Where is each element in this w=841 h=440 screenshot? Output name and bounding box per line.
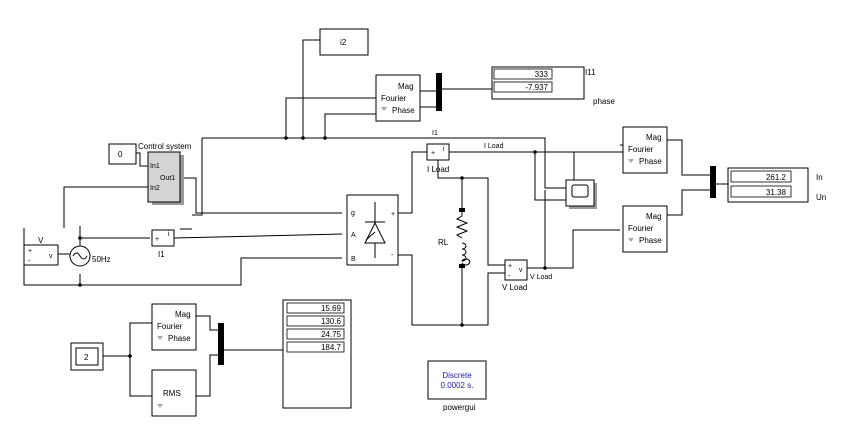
fourier-r2-mag-port: Mag [646,212,662,221]
mux-bottom[interactable] [218,323,224,365]
control-in1-port: In1 [150,163,160,170]
v-load-v-port: v [519,267,523,274]
control-system-block[interactable]: In1 Out1 In2 [147,151,184,205]
mux-right[interactable] [710,166,716,198]
down-arrow-icon [628,238,634,242]
thyristor-a-port: A [351,232,356,239]
thyristor-b-port: B [351,256,356,263]
current-measurement-i1[interactable]: + i [151,229,175,247]
in-value: 261.2 [766,173,787,182]
thyristor-block[interactable]: g A B + - [346,194,399,266]
display-bottom[interactable]: 15.69 130.6 24.75 184.7 [282,299,352,409]
display-value-3: 24.75 [321,330,342,339]
inductor-icon [461,242,471,266]
scope-screen-icon [571,184,589,198]
v-output-port: v [49,253,53,260]
voltage-measurement-v[interactable]: + - v [23,244,59,266]
constant-zero-value: 0 [118,150,123,159]
i11-label: I11 [585,68,596,77]
powergui-block[interactable]: Discrete 0.0002 s. [427,360,487,400]
constant-two-block[interactable]: 2 [70,342,104,371]
fourier-top-name: Fourier [381,94,407,103]
down-arrow-icon [157,336,163,340]
phase-label: phase [593,97,615,106]
i-load-meas-label: I Load [427,165,449,174]
source-frequency-label: 50Hz [92,255,111,264]
fourier-block-right-1[interactable]: Mag Fourier Phase [622,126,668,174]
thyristor-minus-port: - [391,252,394,259]
powergui-mode: Discrete [442,371,472,380]
fourier-block-bottom[interactable]: Mag Fourier Phase [151,303,197,351]
voltage-meas-title: V [38,236,44,245]
i-load-plus-port: + [431,150,435,157]
thyristor-g-port: g [351,210,355,217]
mux-top[interactable] [436,73,442,111]
thyristor-plus-port: + [391,211,395,218]
thyristor-icon [364,202,386,258]
rl-label: RL [438,238,449,247]
fourier-r1-name: Fourier [628,145,654,154]
rms-label: RMS [163,389,181,398]
resistor-icon [455,212,469,239]
v-plus-port: + [28,248,32,255]
rl-load-block[interactable] [455,208,471,268]
powergui-label: powergui [443,403,476,412]
i2-goto-block[interactable]: i2 [319,28,369,56]
v-load-minus-port: - [508,273,511,280]
down-arrow-icon [381,107,387,111]
v-load-meas-label: V Load [502,283,527,292]
control-system-label: Control system [138,142,192,151]
fourier-bottom-mag-port: Mag [175,310,191,319]
control-out1-port: Out1 [160,175,175,182]
ac-voltage-source[interactable] [69,245,91,267]
display-value-1: 15.69 [321,304,342,313]
down-arrow-icon [628,159,634,163]
display-in-un[interactable]: 261.2 31.38 [727,167,809,203]
i1-plus-port: + [155,236,159,243]
fourier-r1-phase-port: Phase [639,157,662,166]
voltage-measurement-v-load[interactable]: + - v [504,259,528,281]
fourier-r2-name: Fourier [628,224,654,233]
display-value-4: 184.7 [321,343,342,352]
constant-zero-block[interactable]: 0 [108,143,137,165]
i-load-wire-label: I Load [484,143,504,150]
current-measurement-i-load[interactable]: + i [426,143,450,161]
i1-wire-label: I1 [432,130,438,137]
v-load-wire-label: V Load [530,274,552,281]
v-load-plus-port: + [508,263,512,270]
scope-block[interactable] [565,179,597,209]
down-arrow-icon [157,404,163,408]
junction-dots [78,136,547,358]
powergui-sample-time: 0.0002 s. [441,381,474,390]
i11-phase-value: -7.937 [525,83,548,92]
fourier-bottom-phase-port: Phase [168,334,191,343]
fourier-top-mag-port: Mag [398,82,414,91]
fourier-top-phase-port: Phase [392,106,415,115]
sine-wave-icon [72,252,88,260]
rms-block[interactable]: RMS [151,369,197,417]
display-value-2: 130.6 [321,317,342,326]
fourier-r1-mag-port: Mag [646,133,662,142]
constant-two-value: 2 [84,353,89,362]
fourier-r2-phase-port: Phase [639,236,662,245]
fourier-block-top[interactable]: Mag Fourier Phase [375,74,421,122]
i11-value: 333 [535,70,549,79]
display-i11[interactable]: 333 -7.937 [491,66,585,100]
v-minus-port: - [28,258,31,265]
i2-label: i2 [340,38,347,47]
i1-meas-label: I1 [158,250,165,259]
control-in2-port: In2 [150,185,160,192]
fourier-block-right-2[interactable]: Mag Fourier Phase [622,205,668,253]
i-load-i-port: i [443,146,445,153]
in-label: In [816,173,823,182]
i1-i-port: i [168,231,170,238]
fourier-bottom-name: Fourier [157,322,183,331]
un-label: Un [816,193,826,202]
un-value: 31.38 [766,188,787,197]
